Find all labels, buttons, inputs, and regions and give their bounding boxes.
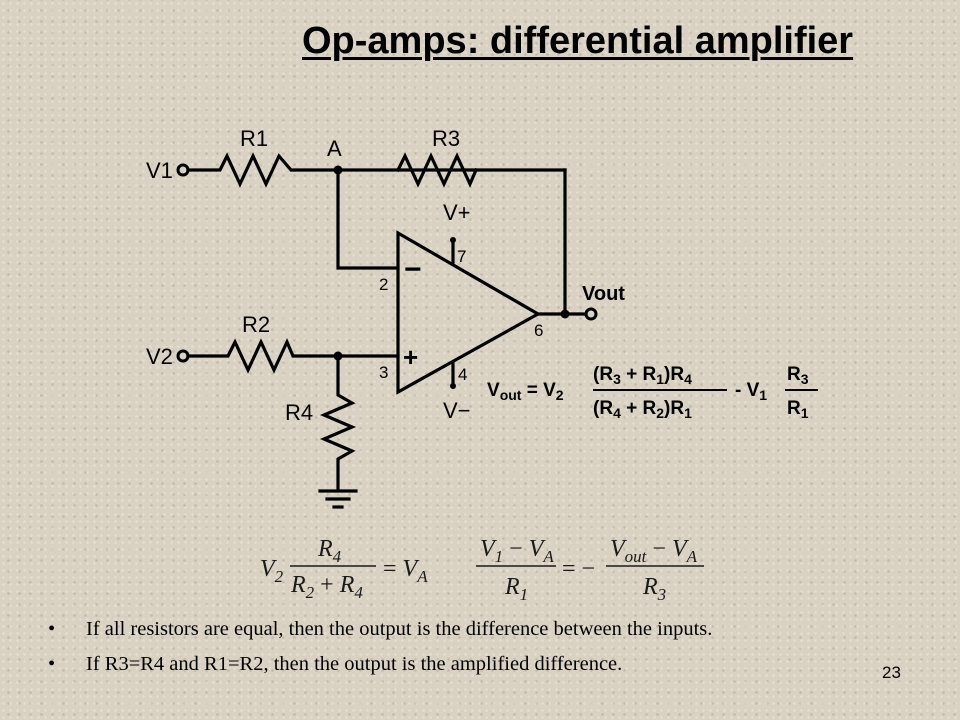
- svg-text:Vout − VA: Vout − VA: [610, 536, 698, 566]
- svg-text:(R4 + R2)R1: (R4 + R2)R1: [593, 398, 692, 421]
- bullet-dot: •: [48, 653, 56, 675]
- svg-text:- V1: - V1: [735, 380, 767, 403]
- node-a-wire: [336, 168, 400, 270]
- svg-text:V1 − VA: V1 − VA: [480, 536, 554, 566]
- v1-label: V1: [146, 158, 173, 183]
- junction-out: [560, 309, 570, 319]
- op-amp-triangle: [396, 230, 542, 395]
- r4-resistor: [319, 354, 357, 492]
- svg-text:R1: R1: [504, 574, 528, 604]
- r4-label: R4: [285, 400, 313, 425]
- vout-label: Vout: [582, 283, 625, 305]
- r2-resistor: [186, 338, 400, 374]
- v-plus-label: V+: [443, 200, 471, 225]
- bullet-item: • If all resistors are equal, then the o…: [48, 618, 712, 641]
- svg-text:R4: R4: [317, 536, 342, 566]
- svg-text:R2 + R4: R2 + R4: [290, 572, 363, 602]
- pin-6-label: 6: [534, 321, 543, 340]
- v2-label: V2: [146, 344, 173, 369]
- svg-text:= VA: = VA: [383, 556, 428, 586]
- v-minus-dot: [450, 383, 456, 389]
- bullet-dot: •: [48, 618, 56, 640]
- slide-title: Op-amps: differential amplifier: [302, 20, 854, 62]
- node-equation: V1 − VA R1 = − Vout − VA R3: [476, 536, 704, 604]
- r1-label: R1: [240, 126, 268, 151]
- pin-3-label: 3: [379, 363, 388, 382]
- svg-text:(R3 + R1)R4: (R3 + R1)R4: [593, 364, 692, 387]
- node-a-label: A: [327, 136, 342, 161]
- pin-4-label: 4: [458, 365, 467, 384]
- svg-text:= −: = −: [562, 556, 595, 582]
- vout-equation: Vout = V2 (R3 + R1)R4 (R4 + R2)R1 - V1 R…: [487, 364, 818, 421]
- divider-equation: V2 R4 R2 + R4 = VA: [260, 536, 428, 602]
- pin-2-label: 2: [379, 275, 388, 294]
- svg-text:Vout = V2: Vout = V2: [487, 380, 564, 403]
- r3-label: R3: [432, 126, 460, 151]
- svg-text:R3: R3: [642, 574, 666, 604]
- bullet-text: If all resistors are equal, then the out…: [86, 618, 713, 640]
- pin-7-label: 7: [457, 247, 466, 266]
- noninverting-input-sign: +: [403, 342, 418, 372]
- vout-terminal: [584, 307, 598, 321]
- r2-label: R2: [242, 312, 270, 337]
- bullet-item: • If R3=R4 and R1=R2, then the output is…: [48, 653, 712, 676]
- svg-text:R3: R3: [787, 364, 809, 387]
- junction-a: [333, 165, 343, 175]
- page-number: 23: [882, 663, 901, 682]
- inverting-input-sign: −: [404, 253, 422, 286]
- svg-text:V2: V2: [260, 556, 284, 586]
- bullet-list: • If all resistors are equal, then the o…: [48, 618, 712, 688]
- bullet-text: If R3=R4 and R1=R2, then the output is t…: [86, 653, 623, 675]
- r3-resistor: [395, 152, 479, 188]
- v-minus-label: V−: [443, 398, 471, 423]
- junction-r4: [333, 351, 343, 361]
- v-plus-dot: [450, 237, 456, 243]
- svg-text:R1: R1: [787, 398, 809, 421]
- r1-resistor: [186, 152, 567, 188]
